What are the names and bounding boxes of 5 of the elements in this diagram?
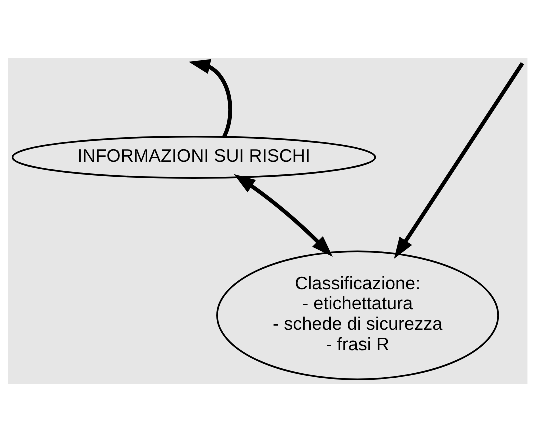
node-ellipse: INFORMAZIONI SUI RISCHI [12,136,376,178]
arrow [394,62,524,259]
arrow [234,174,333,256]
node-ellipse: Classificazione: - etichettatura - schede di sicurezza - frasi R [216,250,500,380]
arrow [188,58,232,138]
